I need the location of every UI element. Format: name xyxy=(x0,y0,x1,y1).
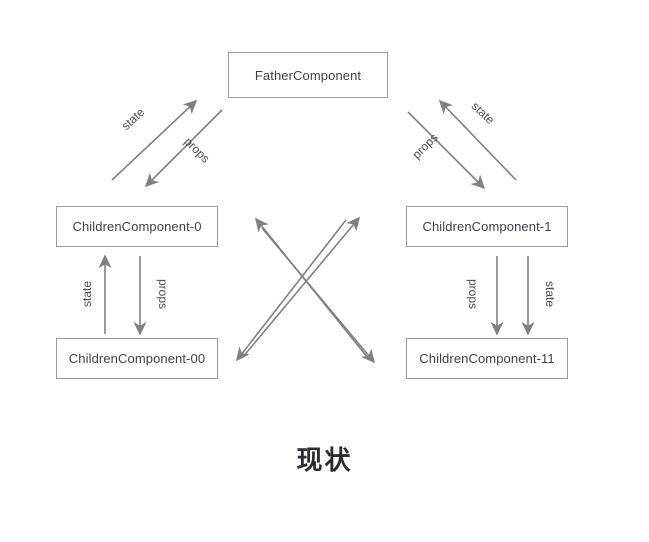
node-children-component-11[interactable]: ChildrenComponent-11 xyxy=(406,338,568,379)
edge-father-to-child0-props xyxy=(144,109,223,188)
edge-father-to-child1-props xyxy=(407,111,486,190)
edge-cross-left-down xyxy=(236,219,347,362)
edge-cross-right-down xyxy=(261,227,376,364)
edge-cross-right-up xyxy=(241,216,361,359)
node-children-component-0[interactable]: ChildrenComponent-0 xyxy=(56,206,218,247)
node-children-component-1[interactable]: ChildrenComponent-1 xyxy=(406,206,568,247)
diagram-title: 现状 xyxy=(296,446,353,476)
node-children-component-00[interactable]: ChildrenComponent-00 xyxy=(56,338,218,379)
edge-child1-to-father-state xyxy=(438,99,517,181)
edge-child0-to-father-state xyxy=(111,99,198,181)
node-father-component[interactable]: FatherComponent xyxy=(228,52,388,98)
